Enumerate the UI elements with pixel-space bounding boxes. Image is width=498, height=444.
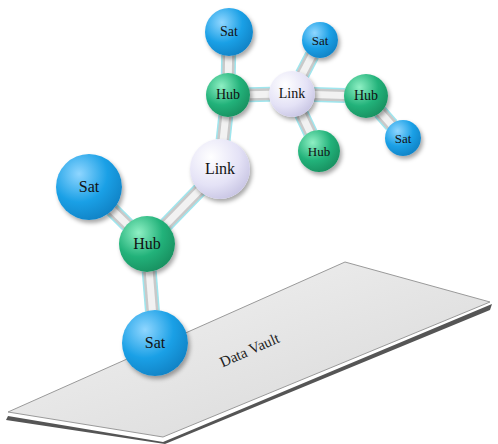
platform xyxy=(8,262,490,437)
node-label: Sat xyxy=(312,34,329,47)
node-label: Hub xyxy=(308,145,330,158)
node-label: Hub xyxy=(133,236,161,252)
bar-stroke xyxy=(149,271,152,311)
hub-circle: Hub xyxy=(206,73,250,117)
bar-stroke xyxy=(249,87,270,102)
bar-stroke xyxy=(166,190,200,225)
bar-stroke xyxy=(249,88,270,100)
bar-stroke xyxy=(166,190,200,225)
bar-stroke xyxy=(301,114,310,133)
sat-circle: Sat xyxy=(122,310,188,376)
connector-bar xyxy=(223,116,226,140)
connector-bar xyxy=(228,55,229,74)
bar-stroke xyxy=(112,209,128,225)
bar-stroke xyxy=(112,209,128,225)
bar-stroke xyxy=(223,116,226,140)
bar-stroke xyxy=(302,55,312,74)
bar-stroke xyxy=(314,91,345,99)
node-label: Link xyxy=(205,161,235,177)
bar-stroke xyxy=(314,87,345,103)
link-circle: Link xyxy=(269,71,315,117)
connector-bar xyxy=(249,94,270,95)
bar-stroke xyxy=(380,112,392,125)
bar-stroke xyxy=(149,271,152,311)
link-circle: Link xyxy=(190,139,250,199)
bar-stroke xyxy=(249,91,270,98)
connector-bar xyxy=(380,112,392,125)
connector-bar xyxy=(314,94,345,96)
bar-stroke xyxy=(221,55,236,74)
node-label: Hub xyxy=(354,89,378,103)
bar-stroke xyxy=(302,55,312,74)
bar-stroke xyxy=(380,112,392,125)
bar-stroke xyxy=(225,55,232,74)
bar-stroke xyxy=(223,116,226,140)
hub-circle: Hub xyxy=(119,216,175,272)
bar-stroke xyxy=(166,190,200,225)
bar-stroke xyxy=(302,55,312,74)
bar-stroke xyxy=(314,89,345,102)
bar-stroke xyxy=(223,116,226,140)
bar-stroke xyxy=(222,55,234,74)
bar-stroke xyxy=(149,271,152,311)
bar-stroke xyxy=(301,114,310,133)
connector-bar xyxy=(166,190,200,225)
sat-circle: Sat xyxy=(385,120,421,156)
sat-circle: Sat xyxy=(56,154,122,220)
node-label: Sat xyxy=(145,335,165,351)
bar-stroke xyxy=(301,114,310,133)
connector-bar xyxy=(302,55,312,74)
node-label: Sat xyxy=(220,25,238,39)
sat-circle: Sat xyxy=(302,22,338,58)
node-label: Link xyxy=(279,87,305,101)
node-label: Sat xyxy=(395,132,412,145)
sat-circle: Sat xyxy=(205,8,253,56)
hub-circle: Hub xyxy=(298,130,340,172)
connector-bar xyxy=(149,271,152,311)
connector-bar xyxy=(301,114,310,133)
bar-stroke xyxy=(112,209,128,225)
node-label: Sat xyxy=(79,179,99,195)
connector-bar xyxy=(112,209,128,225)
bar-stroke xyxy=(380,112,392,125)
hub-circle: Hub xyxy=(344,74,388,118)
node-label: Hub xyxy=(216,88,240,102)
